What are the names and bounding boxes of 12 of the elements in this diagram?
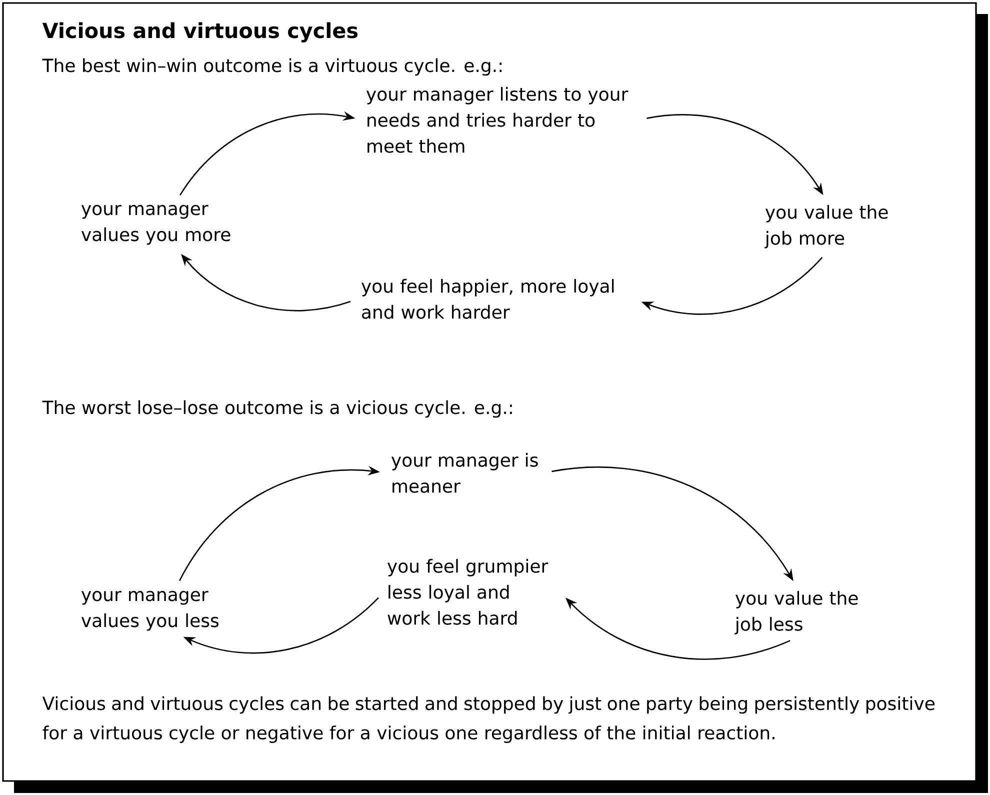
cycle-step-text: your manager values you less bbox=[81, 590, 219, 631]
cycle-step-text: you feel happier, more loyal and work harder bbox=[361, 278, 614, 319]
cycle-step-text: you value the job more bbox=[764, 204, 888, 248]
title: Vicious and virtuous cycles bbox=[42, 22, 358, 42]
text-line: Vicious and virtuous cycles can be started and stopped by just one party being persistently positive for a virtuous cycle or negative for a vicious one regardless of the initial reaction. bbox=[42, 696, 934, 744]
cycle-step-text: your manager listens to your needs and tries harder to meet them bbox=[366, 86, 628, 153]
text-line: The best win–win outcome is a virtuous cycle. e.g.: bbox=[42, 58, 502, 76]
cycle-step-text: your manager values you more bbox=[81, 204, 230, 245]
cycle-step-text: you feel grumpier less loyal and work less hard bbox=[387, 558, 548, 625]
text-line: The worst lose–lose outcome is a vicious cycle. e.g.: bbox=[42, 400, 512, 418]
cycle-step-text: your manager is meaner bbox=[391, 452, 538, 493]
cycle-step-text: you value the job less bbox=[734, 590, 858, 634]
